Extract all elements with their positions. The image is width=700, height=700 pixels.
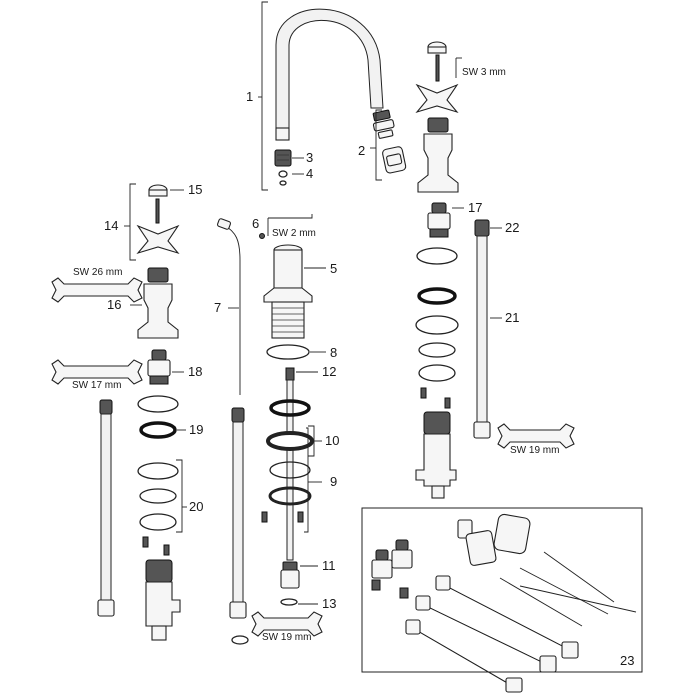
label-14: 14 xyxy=(104,218,118,233)
oring-4 xyxy=(278,170,288,178)
right-valve-body xyxy=(417,117,459,193)
label-8: 8 xyxy=(330,345,337,360)
kit-tools xyxy=(499,551,637,627)
washer-13 xyxy=(280,598,298,606)
label-11: 11 xyxy=(322,558,336,573)
label-21: 21 xyxy=(505,310,519,325)
label-sw26: SW 26 mm xyxy=(73,267,122,278)
label-sw19-right: SW 19 mm xyxy=(510,445,559,456)
wrench-19-right xyxy=(497,423,575,449)
label-19: 19 xyxy=(189,422,203,437)
ring-r4 xyxy=(418,342,456,358)
kit-hoses xyxy=(405,575,579,693)
ring-9a xyxy=(269,461,311,479)
nut-3 xyxy=(274,149,292,167)
kit-cartridges xyxy=(371,539,413,599)
label-9: 9 xyxy=(330,474,337,489)
ring-r3 xyxy=(415,315,459,335)
washer-center xyxy=(231,635,249,645)
label-4: 4 xyxy=(306,166,313,181)
kit-23-box xyxy=(361,507,643,673)
label-sw3: SW 3 mm xyxy=(462,67,506,78)
hose-21 xyxy=(473,219,491,439)
label-3: 3 xyxy=(306,150,313,165)
ring-9b xyxy=(268,486,312,506)
left-handle-cap xyxy=(148,184,168,224)
screws-right xyxy=(420,387,451,409)
label-22: 22 xyxy=(505,220,519,235)
screws-left xyxy=(142,536,170,556)
wrench-17 xyxy=(51,359,143,385)
label-sw2: SW 2 mm xyxy=(272,228,316,239)
ring-8 xyxy=(266,344,310,360)
ring-r1 xyxy=(416,247,458,265)
cartridge-18 xyxy=(147,349,171,385)
label-20: 20 xyxy=(189,499,203,514)
screws-center xyxy=(261,511,304,523)
aerator-set xyxy=(372,109,407,174)
pop-up-rod-7 xyxy=(217,218,241,395)
label-7: 7 xyxy=(214,300,221,315)
spout xyxy=(275,8,384,141)
left-handle-cross xyxy=(136,224,180,255)
ring-20c xyxy=(139,513,177,531)
label-13: 13 xyxy=(322,596,336,611)
label-18: 18 xyxy=(188,364,202,379)
nut-11 xyxy=(280,561,300,589)
label-sw19-center: SW 19 mm xyxy=(262,632,311,643)
label-1: 1 xyxy=(246,89,253,104)
spout-base-5 xyxy=(263,244,313,339)
ring-20b xyxy=(139,488,177,504)
label-15: 15 xyxy=(188,182,202,197)
label-12: 12 xyxy=(322,364,336,379)
label-5: 5 xyxy=(330,261,337,276)
oring-r2 xyxy=(417,287,457,305)
right-handle-cross xyxy=(415,83,459,114)
right-valve-base xyxy=(415,411,457,499)
kit-blocks xyxy=(457,513,531,566)
ring-20a xyxy=(137,462,179,480)
label-17: 17 xyxy=(468,200,482,215)
washer-4 xyxy=(279,180,287,186)
label-16: 16 xyxy=(107,297,121,312)
label-6: 6 xyxy=(252,216,259,231)
hose-left xyxy=(97,399,115,617)
wrench-26 xyxy=(51,277,143,303)
label-23: 23 xyxy=(620,653,634,668)
label-2: 2 xyxy=(358,143,365,158)
screw-6 xyxy=(259,233,265,239)
ring-19a xyxy=(137,395,179,413)
cartridge-17 xyxy=(427,202,451,238)
oring-10a xyxy=(269,399,311,417)
ring-10b xyxy=(266,431,314,451)
oring-19 xyxy=(139,421,177,439)
threaded-rod-12 xyxy=(285,367,295,561)
left-valve-body xyxy=(137,267,179,339)
ring-r5 xyxy=(418,364,456,382)
left-valve-base xyxy=(145,559,181,641)
right-handle-cap xyxy=(427,41,447,82)
label-10: 10 xyxy=(325,433,339,448)
hose-center xyxy=(229,407,247,619)
label-sw17: SW 17 mm xyxy=(72,380,121,391)
wrench-19-center xyxy=(251,611,323,637)
